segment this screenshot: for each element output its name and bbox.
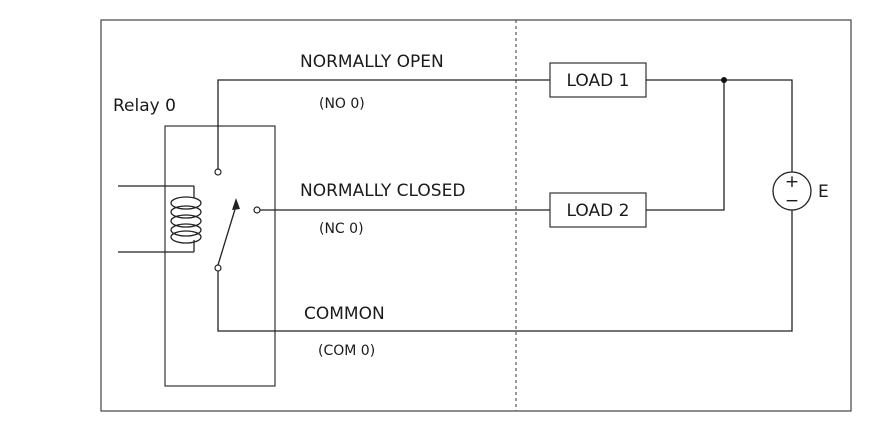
- normally-open-wire: [217, 79, 550, 172]
- normally-open-label: NORMALLY OPEN: [300, 52, 444, 72]
- load-2-box: [549, 192, 647, 228]
- source-plus-sign: +: [785, 172, 799, 192]
- voltage-source-icon: [772, 171, 812, 211]
- relay-label: Relay 0: [113, 96, 176, 116]
- switch-arrow-icon: [232, 198, 240, 210]
- source-minus-sign: −: [785, 191, 799, 211]
- load-2-label: LOAD 2: [567, 201, 630, 221]
- common-code: (COM 0): [318, 343, 375, 359]
- source-label: E: [818, 182, 829, 202]
- nc-terminal: [253, 206, 261, 214]
- common-label: COMMON: [304, 304, 385, 324]
- normally-closed-code: (NC 0): [319, 221, 364, 237]
- coil-icon: [170, 196, 202, 244]
- common-wire: [217, 210, 793, 332]
- load1-to-source-wire: [646, 79, 793, 172]
- outer-frame: [100, 19, 852, 412]
- switch-arm: [217, 205, 237, 266]
- normally-open-code: (NO 0): [319, 96, 365, 112]
- junction-dot: [721, 77, 727, 83]
- normally-closed-label: NORMALLY CLOSED: [300, 181, 465, 201]
- com-terminal: [214, 264, 222, 272]
- load2-junction-wire: [646, 80, 725, 211]
- load-1-box: [549, 62, 647, 98]
- no-terminal: [214, 168, 222, 176]
- load-1-label: LOAD 1: [567, 71, 630, 91]
- relay-box: [164, 125, 276, 387]
